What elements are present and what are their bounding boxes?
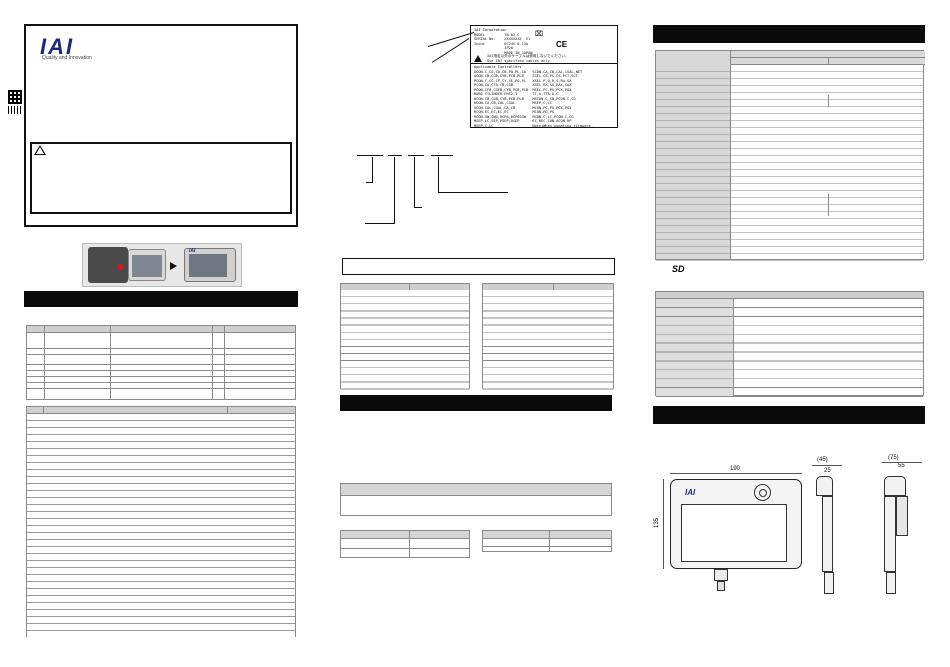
side-view1-body (822, 496, 833, 572)
nameplate-line-17: DCON-CB,CGB,CYB,PCB,PLB MSCON-C,CB,PCON-… (474, 96, 576, 101)
nameplate-line-11: ACON-C,CG,CA,CB,PO,PL,CA SCON-CA,CB,CAL,… (474, 69, 583, 74)
adapter-pendant-image (128, 249, 166, 281)
nameplate-line-3: Input DC24V 0.13A (474, 41, 529, 46)
nameplate-line-10: Applicable Controllers (474, 65, 522, 69)
nameplate-line-4: IP20 (474, 46, 513, 50)
nameplate-line-14: PCON-CA,CFA,CB,CGB XSEL-RX,SX,RAX,SAX (474, 83, 572, 87)
nameplate-line-7: IAI指定以外のケーブルは使用しないでください。 (474, 54, 569, 58)
emergency-stop-icon (754, 484, 771, 501)
controller-table-right (482, 283, 614, 390)
option-table (655, 291, 924, 397)
qr-code-icon (8, 90, 22, 104)
side-view2-knob (884, 476, 906, 496)
side-view2-connector (886, 572, 896, 594)
parts-table (26, 325, 296, 400)
iai-logo: IAI (40, 34, 75, 59)
nameplate-line-13: PCON-C,CG,CF,CY,SE,PO,PL XSEL-P,Q,R,S,RA… (474, 78, 572, 83)
side-view2-body (884, 496, 896, 572)
red-arrow-icon (118, 264, 124, 270)
section-header-bar-1 (24, 291, 298, 307)
dimension-depth1: (45) (817, 457, 828, 463)
nameplate-line-8: Use IAI specified cables only. (474, 58, 552, 63)
weee-bin-icon: ⌧ (535, 31, 544, 38)
logo-tagline: Quality and Innovation (42, 55, 92, 61)
pendant-logo: IAI (189, 248, 196, 254)
warning-triangle-icon (34, 145, 46, 155)
nameplate-line-19: SCON-CAL,CGAL,CA,CB MCON-PC,PG,PCX,PGX (474, 105, 572, 110)
nameplate-line-5: MADE IN JAPAN (474, 50, 533, 55)
section-header-bar-dimensions (653, 406, 925, 424)
nameplate-line-22: MSEP-LC,SEP,PSEP,ASEP EC,REC,CON-ACON,RP (474, 119, 572, 123)
nameplate-line-20: RCON-EC,EC,EC,EC MCON-PD,PG (474, 110, 555, 114)
cover-frame (24, 24, 298, 227)
front-view-logo: IAI (685, 488, 696, 497)
front-view-drawing: IAI (670, 479, 802, 569)
nameplate-line-12: ACON-CB,CGB,CYB,PCB,PLB SSEL-CS,PS,CS,PC… (474, 74, 578, 78)
warning-box (30, 142, 292, 214)
new-pendant-image: IAI (184, 248, 236, 282)
nameplate-line-2: SERIAL No. XXXXXXXX V1 (474, 37, 531, 41)
nameplate-line-18: RCON-CA,CB,CAL,CGAL MSEP-C,LC (474, 101, 552, 105)
dimension-depth1-sub: 25 (824, 468, 831, 474)
nameplate-line-16: ROBO CYLINDER ERC2,3 TT,A,TTA,A,C (474, 92, 559, 96)
dimension-width: 190 (730, 466, 741, 472)
note-box (340, 483, 612, 516)
ce-mark: CE (556, 40, 568, 49)
touch-screen-outline (681, 504, 787, 562)
small-table-left (340, 530, 470, 558)
qr-code-icon-lower (8, 106, 22, 114)
nameplate-line-21: RCON-GW,GWG,RCP6,RCP6SGW MCON-C,LC,PCON-… (474, 114, 574, 119)
product-nameplate: IAI Corporation MODEL TB-02-C SERIAL No.… (470, 25, 618, 128)
nameplate-line-15: PCON-CFB,CGFB,CYB,PCB,PLB MSEL-PC,PG,PCX… (474, 87, 572, 92)
arrow-right-icon (170, 262, 177, 270)
nameplate-warning-icon (474, 55, 482, 62)
nameplate-line-24: MSEP-C,LC NoteiWhen updating firmware, (474, 123, 593, 128)
side-view1-connector (824, 572, 834, 594)
dimension-depth2: (75) (888, 455, 899, 461)
model-note-box (342, 258, 615, 275)
front-cable (717, 581, 725, 591)
side-view1-knob (816, 476, 833, 496)
nameplate-line-0: IAI Corporation (474, 28, 507, 32)
dimension-height: 135 (654, 517, 661, 529)
section-header-bar-spec (653, 25, 925, 43)
section-header-bar-2 (340, 395, 612, 411)
sd-logo: SD (672, 264, 685, 274)
front-connector (714, 569, 728, 581)
nameplate-line-1: MODEL TB-02-C (474, 32, 520, 37)
specification-table (655, 50, 925, 261)
side-view2-adapter (896, 496, 908, 536)
manual-list-table (26, 406, 296, 637)
small-table-right (482, 530, 612, 552)
dimension-depth2-sub: 55 (898, 463, 905, 469)
controller-table-left (340, 283, 470, 390)
